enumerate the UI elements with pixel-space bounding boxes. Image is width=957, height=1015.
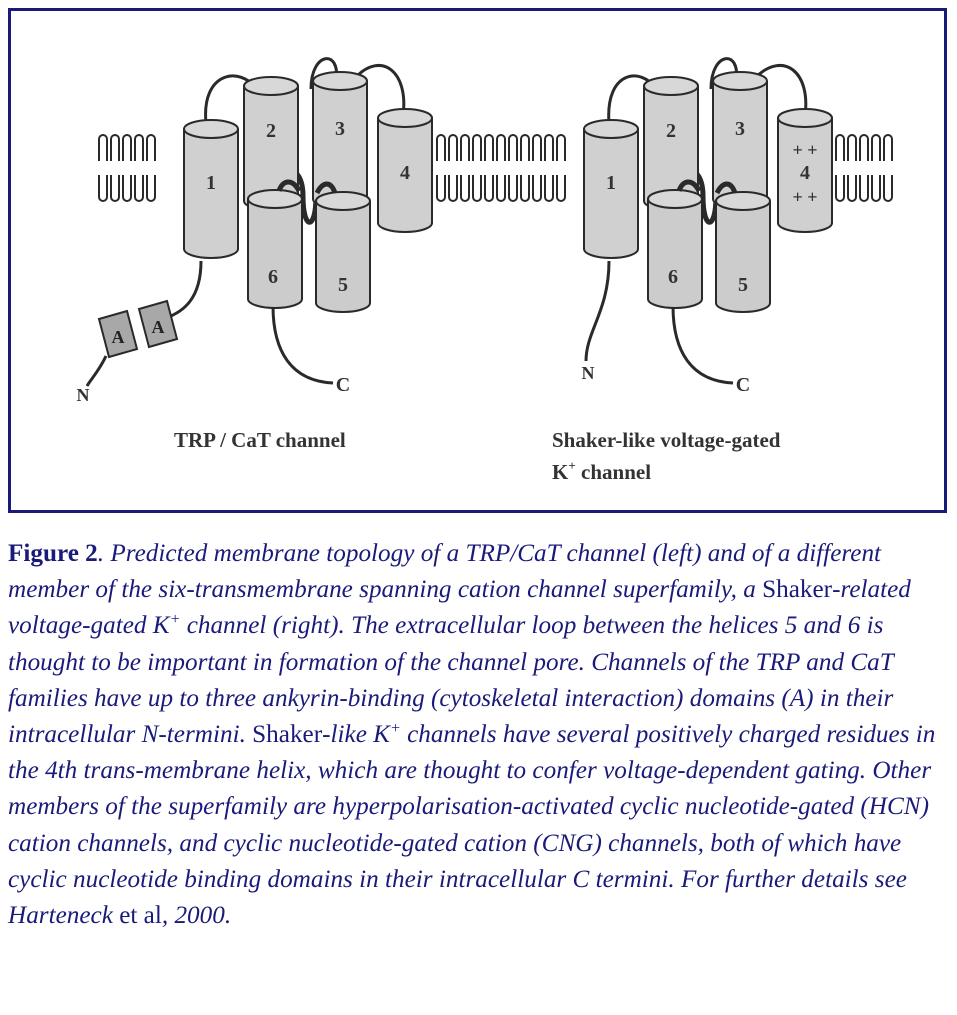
trp-channel-title: TRP / CaT channel — [174, 428, 346, 452]
shaker-helix-5: 5 — [715, 191, 771, 313]
shaker-helix-2-label: 2 — [666, 120, 676, 142]
trp-helix-2: 2 — [243, 76, 299, 211]
shaker-n-terminus-label: N — [582, 363, 595, 383]
trp-helix-5: 5 — [315, 191, 371, 313]
shaker-channel: 1 2 3 + + 4 + + 6 — [552, 57, 833, 484]
trp-helix-1: 1 — [183, 119, 239, 259]
caption-text-5: channels have several positively charged… — [8, 721, 936, 930]
caption-figure-label: Figure 2 — [8, 540, 98, 567]
trp-channel: 1 2 3 4 6 — [77, 57, 433, 452]
shaker-c-terminus-label: C — [736, 374, 750, 396]
trp-helix-5-label: 5 — [338, 274, 348, 296]
caption-et-al: et al — [119, 902, 162, 930]
membrane-left — [98, 134, 156, 202]
ankyrin-domain-2-label: A — [152, 317, 165, 337]
shaker-helix-5-label: 5 — [738, 274, 748, 296]
channel-topology-diagram: 1 2 3 4 6 — [77, 57, 893, 484]
shaker-helix-4-charges-top: + + — [792, 140, 817, 160]
trp-helix-6: 6 — [247, 189, 303, 309]
trp-helix-4-label: 4 — [400, 162, 410, 184]
shaker-helix-1: 1 — [583, 119, 639, 259]
shaker-channel-title-line1: Shaker-like voltage-gated — [552, 428, 781, 452]
trp-pore-loop — [276, 179, 338, 195]
membrane-right — [835, 134, 893, 202]
trp-helix-2-label: 2 — [266, 120, 276, 142]
trp-helix-3: 3 — [312, 71, 368, 209]
trp-helix-4: 4 — [377, 108, 433, 233]
caption-text-6: , 2000. — [161, 902, 232, 930]
caption-shaker-2: Shaker — [252, 721, 323, 749]
caption-shaker-1: Shaker — [762, 576, 833, 604]
caption-text-4: -like K — [322, 721, 390, 749]
caption-text-1: . Predicted membrane topology of a TRP/C… — [8, 540, 882, 604]
shaker-helix-3-label: 3 — [735, 118, 745, 140]
trp-n-terminus-label: N — [77, 385, 90, 405]
figure-caption: Figure 2. Predicted membrane topology of… — [8, 536, 950, 934]
caption-sup-2: + — [389, 720, 401, 738]
shaker-helix-6: 6 — [647, 189, 703, 309]
ankyrin-domain-1-label: A — [112, 327, 125, 347]
shaker-helix-1-label: 1 — [606, 172, 616, 194]
caption-sup-1: + — [169, 611, 181, 629]
trp-helix-1-label: 1 — [206, 172, 216, 194]
trp-c-terminus-label: C — [336, 374, 350, 396]
shaker-channel-title-line2: K+ channel — [552, 458, 651, 484]
shaker-helix-4-charges-bottom: + + — [792, 187, 817, 207]
shaker-helix-6-label: 6 — [668, 266, 678, 288]
ankyrin-domain-1: A — [97, 309, 139, 359]
shaker-helix-4: + + 4 + + — [777, 108, 833, 233]
membrane-middle — [436, 134, 566, 202]
figure-frame: 1 2 3 4 6 — [8, 8, 947, 513]
caption-text-2: -related voltage-gated K — [8, 576, 911, 640]
shaker-helix-4-label: 4 — [800, 162, 810, 184]
trp-helix-6-label: 6 — [268, 266, 278, 288]
shaker-pore-loop — [676, 179, 738, 195]
ankyrin-domain-2: A — [137, 299, 179, 349]
shaker-helix-3: 3 — [712, 71, 768, 209]
trp-helix-3-label: 3 — [335, 118, 345, 140]
caption-text-3: channel (right). The extracellular loop … — [8, 612, 894, 749]
